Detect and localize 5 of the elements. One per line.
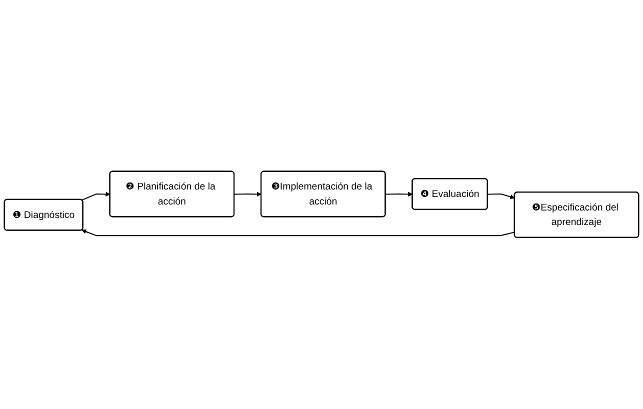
arrow [234, 192, 262, 197]
arrow [82, 229, 515, 236]
arrow [385, 192, 413, 197]
arrow [82, 192, 110, 201]
arrow [488, 194, 515, 200]
